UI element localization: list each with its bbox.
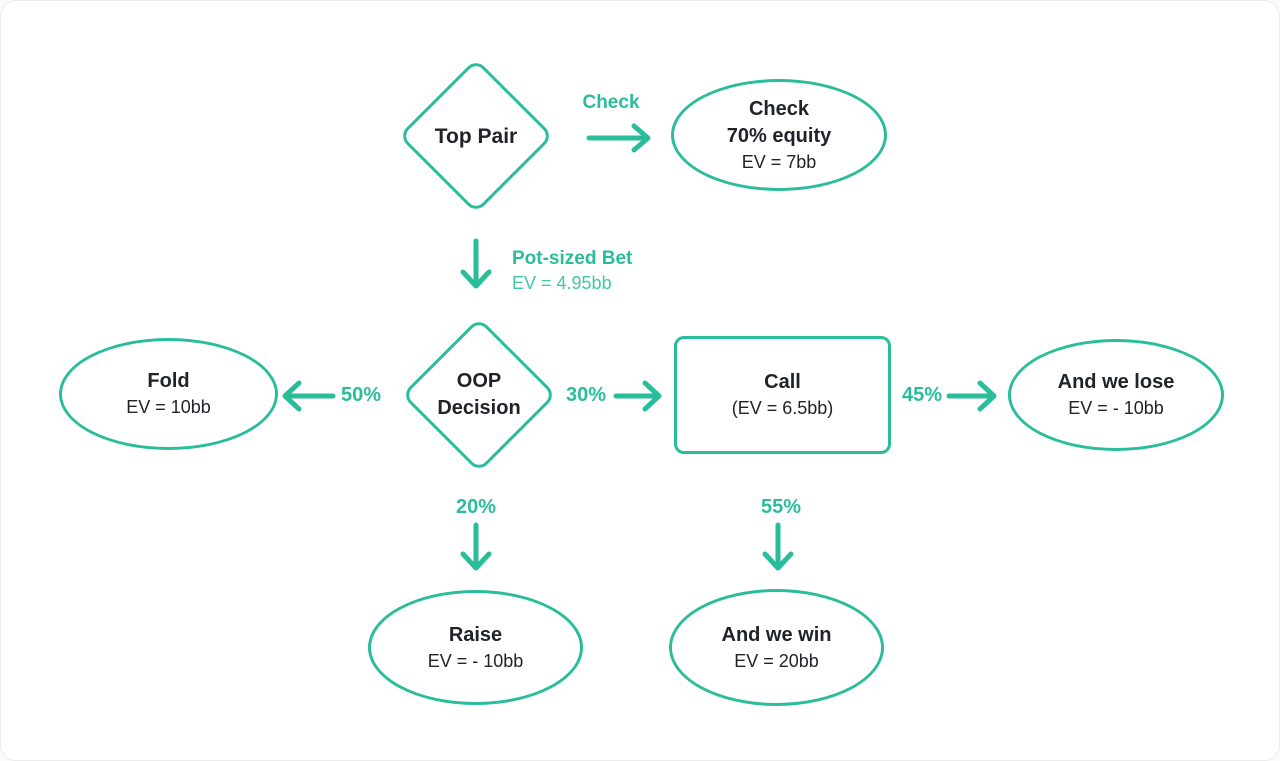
- edge-label-lose-pct: 45%: [901, 384, 943, 406]
- arrow-down-raise-icon: [460, 522, 492, 571]
- edge-label-call-pct: 30%: [565, 384, 607, 406]
- edge-label-pot-sized-bet: Pot-sized Bet EV = 4.95bb: [512, 247, 632, 295]
- arrow-right-lose-icon: [946, 380, 997, 412]
- node-check-equity-title: Check: [748, 97, 810, 120]
- node-and-we-win-ev: EV = 20bb: [734, 650, 819, 671]
- node-top-pair-title: Top Pair: [434, 124, 518, 148]
- node-raise: Raise EV = - 10bb: [368, 590, 583, 705]
- node-fold-ev: EV = 10bb: [126, 397, 211, 417]
- arrow-left-fold-icon: [282, 380, 336, 412]
- arrow-right-call-icon: [613, 380, 662, 412]
- node-call: Call (EV = 6.5bb): [674, 336, 891, 454]
- edge-label-pot-sized-bet-title: Pot-sized Bet: [512, 248, 633, 269]
- node-call-ev: (EV = 6.5bb): [731, 398, 834, 418]
- edge-label-win-pct: 55%: [760, 496, 802, 518]
- arrow-down-pot-sized-bet-icon: [460, 238, 492, 289]
- node-top-pair: Top Pair: [398, 58, 554, 214]
- arrow-down-win-icon: [762, 522, 794, 571]
- node-raise-ev: EV = - 10bb: [427, 650, 524, 671]
- node-check-equity-ev: EV = 7bb: [741, 151, 817, 172]
- node-raise-title: Raise: [448, 623, 503, 646]
- node-oop-decision-line2: Decision: [437, 397, 521, 419]
- edge-label-raise-pct: 20%: [455, 496, 497, 518]
- node-oop-decision-line1: OOP: [456, 370, 502, 392]
- node-and-we-lose: And we lose EV = - 10bb: [1008, 339, 1224, 451]
- edge-label-pot-sized-bet-ev: EV = 4.95bb: [512, 273, 612, 293]
- edge-label-fold-pct: 50%: [340, 384, 382, 406]
- node-check-equity: Check 70% equity EV = 7bb: [671, 79, 887, 191]
- arrow-right-check-icon: [586, 123, 651, 153]
- node-and-we-win-title: And we win: [721, 623, 832, 646]
- node-check-equity-line2: 70% equity: [726, 124, 832, 147]
- node-fold: Fold EV = 10bb: [59, 338, 278, 450]
- node-call-title: Call: [764, 371, 801, 393]
- node-and-we-lose-ev: EV = - 10bb: [1068, 398, 1164, 418]
- node-fold-title: Fold: [147, 370, 190, 392]
- node-and-we-lose-title: And we lose: [1057, 371, 1175, 393]
- edge-label-check: Check: [582, 92, 640, 113]
- node-oop-decision: OOP Decision: [401, 317, 557, 473]
- node-and-we-win: And we win EV = 20bb: [669, 589, 884, 706]
